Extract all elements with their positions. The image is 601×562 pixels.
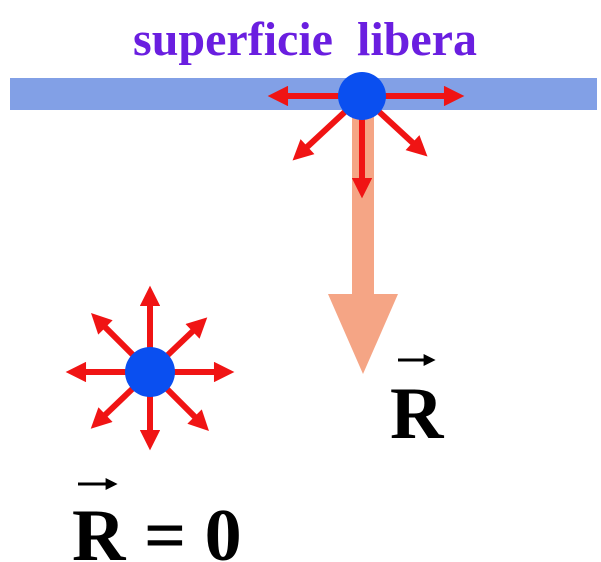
surface-molecule-icon	[338, 72, 386, 120]
interior-molecule-icon	[125, 347, 175, 397]
resultant-arrow	[328, 100, 398, 374]
interior-resultant-label: R = 0	[72, 495, 242, 562]
surface-resultant-label: R	[390, 373, 445, 455]
title: superficie libera	[133, 13, 477, 66]
